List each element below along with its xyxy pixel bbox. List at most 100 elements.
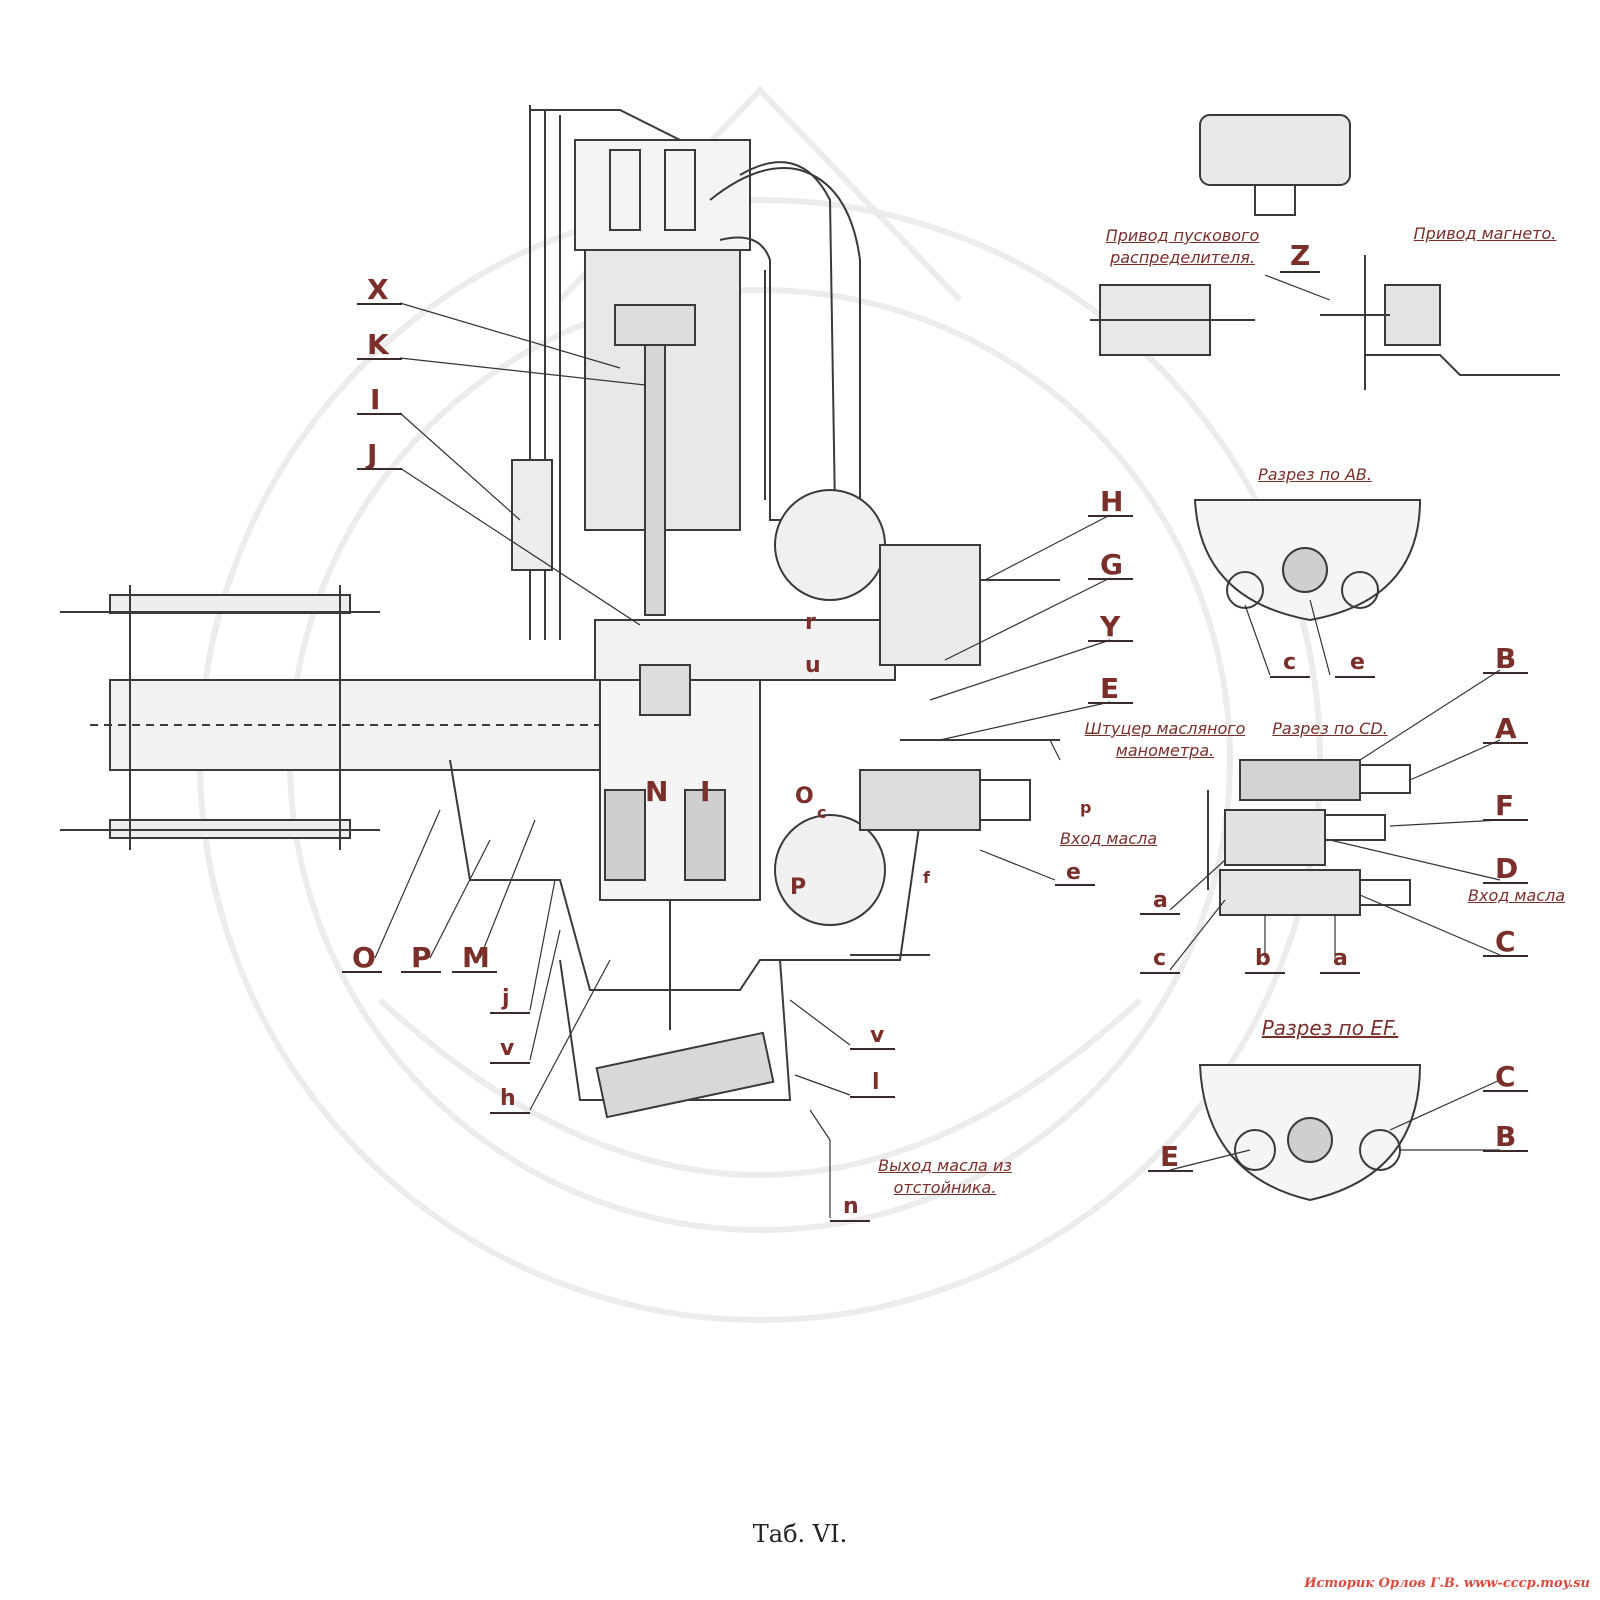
underline [830, 1220, 870, 1222]
underline [490, 1112, 530, 1114]
underline [357, 358, 402, 360]
label-O-bottom: O [352, 941, 376, 974]
underline [850, 1048, 895, 1050]
label-c-ab: c [1283, 650, 1297, 675]
underline [1280, 271, 1320, 273]
label-A-cd: A [1495, 712, 1517, 745]
section-cd-drawing [1207, 759, 1411, 916]
label-C-ef: C [1495, 1060, 1516, 1093]
table-title: Таб. VI. [752, 1520, 848, 1548]
label-h: h [500, 1086, 516, 1111]
label-D-cd: D [1495, 852, 1519, 885]
underline [1140, 913, 1180, 915]
caption-oil-inlet-1: Вход масла [1060, 829, 1158, 848]
label-C-cd: C [1495, 925, 1516, 958]
label-j: j [502, 986, 510, 1011]
label-O-center: O [795, 784, 814, 809]
label-u: u [805, 653, 821, 678]
underline [357, 413, 402, 415]
label-M: M [462, 941, 490, 974]
underline [1483, 1150, 1528, 1152]
label-n: n [843, 1194, 859, 1219]
leader-lines [374, 274, 1501, 1218]
underline [452, 971, 497, 973]
section-ef-drawing [1198, 1064, 1422, 1202]
label-I-left: I [370, 383, 381, 416]
underline [1483, 1090, 1528, 1092]
underline [1245, 972, 1285, 974]
underline [1148, 1170, 1193, 1172]
caption-starter-drive: Привод пускового распределителя. [1105, 226, 1260, 267]
label-P-center: P [790, 875, 807, 900]
label-a-cd-left: a [1153, 888, 1168, 913]
label-B-cd: B [1495, 642, 1517, 675]
label-E-main: E [1100, 672, 1120, 705]
underline [850, 1096, 895, 1098]
underline [1483, 672, 1528, 674]
section-ab-drawing [1193, 499, 1422, 622]
underline [342, 971, 382, 973]
underline [1483, 819, 1528, 821]
caption-sump-outlet: Выход масла из отстойника. [878, 1156, 1012, 1197]
label-J: J [367, 438, 378, 471]
label-c-center: c [817, 803, 827, 822]
magneto-cap [1199, 114, 1351, 216]
underline [1055, 884, 1095, 886]
label-P-bottom: P [411, 941, 432, 974]
label-Z: Z [1290, 239, 1311, 272]
magneto-drive [1320, 255, 1560, 390]
intake-pipe [709, 161, 886, 601]
underline [1483, 742, 1528, 744]
label-b-cd: b [1255, 946, 1271, 971]
crankcase [449, 544, 1060, 991]
label-c-cd: c [1153, 946, 1167, 971]
caption-section-ef: Разрез по EF. [1261, 1016, 1399, 1040]
label-f-small: f [923, 868, 930, 887]
underline [357, 303, 402, 305]
underline [1335, 676, 1375, 678]
label-e-ab: e [1350, 650, 1365, 675]
caption-magneto-drive: Привод магнето. [1413, 224, 1557, 243]
underline [1483, 955, 1528, 957]
label-r: r [805, 610, 816, 635]
cylinder [559, 139, 766, 616]
label-X: X [367, 273, 389, 306]
underline [1088, 640, 1133, 642]
underline [1088, 578, 1133, 580]
underline [1320, 972, 1360, 974]
underline [1483, 882, 1528, 884]
credit-watermark: Историк Орлов Г.В. www-сссp.moy.su [1304, 1576, 1590, 1591]
underline [1088, 702, 1133, 704]
label-l: l [872, 1070, 880, 1095]
label-H: H [1100, 485, 1124, 518]
label-F-cd: F [1495, 789, 1515, 822]
label-G: G [1100, 548, 1123, 581]
label-a-cd-right: a [1333, 946, 1348, 971]
caption-gauge-fitting: Штуцер масляного манометра. [1084, 719, 1246, 760]
label-v-left: v [500, 1036, 515, 1061]
underline [1270, 676, 1310, 678]
label-p-small: p [1080, 798, 1092, 817]
caption-section-ab: Разрез по AB. [1258, 465, 1372, 484]
underline [490, 1012, 530, 1014]
propeller-shaft [60, 585, 650, 850]
label-I-center: I [700, 775, 711, 808]
underline [401, 971, 441, 973]
label-E-ef: E [1160, 1140, 1180, 1173]
label-Y: Y [1100, 610, 1121, 643]
label-e-main: e [1066, 860, 1081, 885]
caption-oil-inlet-2: Вход масла [1468, 886, 1566, 905]
underline [1140, 972, 1180, 974]
caption-section-cd: Разрез по CD. [1272, 719, 1388, 738]
underline [490, 1062, 530, 1064]
oil-sump [559, 900, 930, 1119]
label-N: N [645, 775, 669, 808]
underline [357, 468, 402, 470]
underline [1088, 515, 1133, 517]
starter-distributor-drive [1090, 284, 1255, 356]
label-K: K [367, 328, 389, 361]
label-v-right: v [870, 1023, 885, 1048]
label-B-ef: B [1495, 1120, 1517, 1153]
